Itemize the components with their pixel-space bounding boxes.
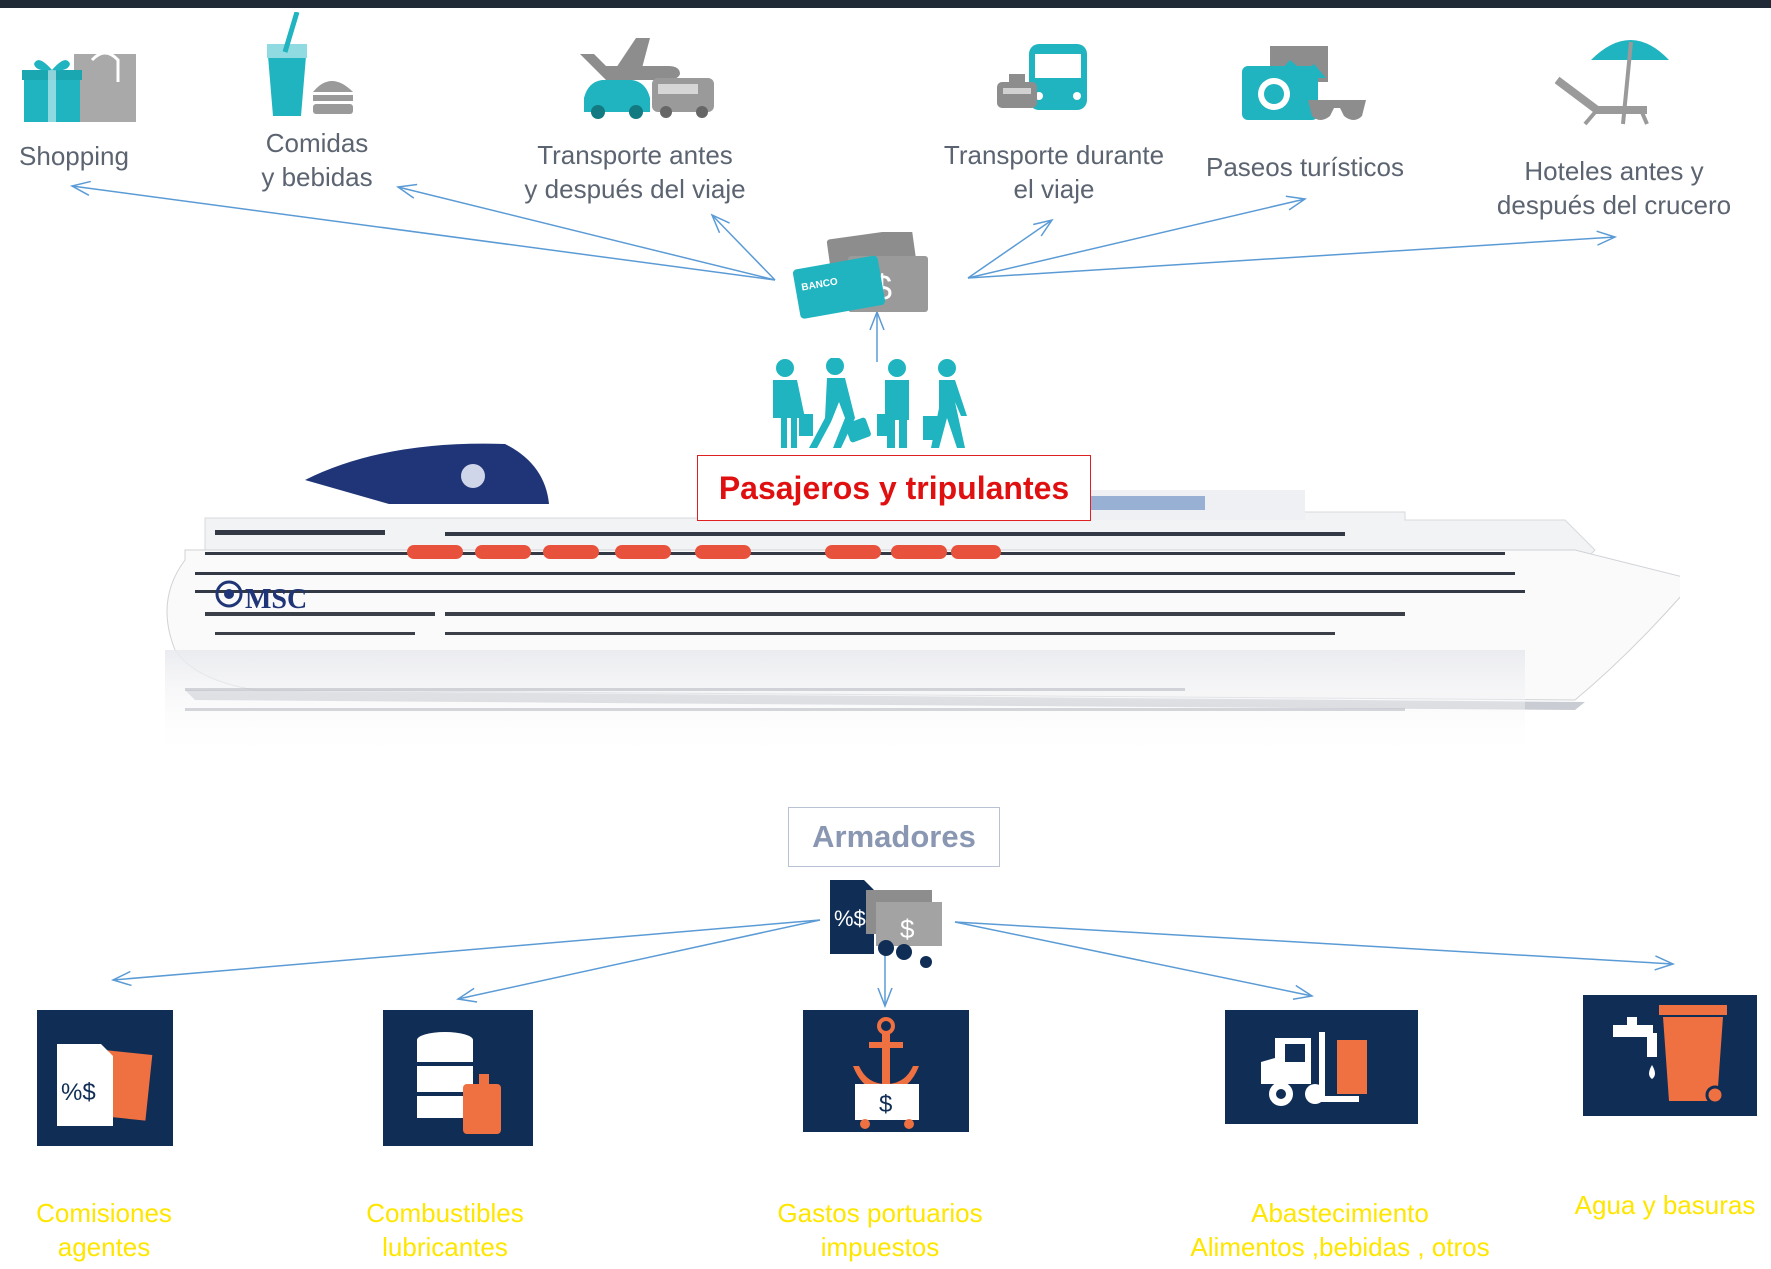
forklift-icon xyxy=(1261,1032,1367,1106)
comisiones-box: %$ xyxy=(37,1010,173,1146)
arrow-to-comisiones xyxy=(113,919,821,980)
arrow-to-transporte-antes xyxy=(712,215,776,281)
label-paseos: Paseos turísticos xyxy=(1206,152,1404,182)
label-gastos: Gastos portuarios impuestos xyxy=(777,1198,983,1262)
camera-sunglasses-icon xyxy=(1242,46,1366,120)
label-agua: Agua y basuras xyxy=(1574,1190,1756,1220)
arrow-to-abastecimiento xyxy=(954,921,1312,996)
ship-brand: MSC xyxy=(245,584,307,615)
taxi-bus-icon xyxy=(997,44,1087,110)
shopping-gift-bag-icon xyxy=(22,51,136,122)
arrow-to-shopping xyxy=(72,186,776,281)
invoice-cash-icon: %$ $ xyxy=(830,880,942,968)
beach-lounger-umbrella-icon xyxy=(1555,40,1669,126)
label-transporte-durante: Transporte durante el viaje xyxy=(943,140,1165,204)
arrow-to-paseos xyxy=(967,199,1305,279)
arrow-to-transporte-durante xyxy=(967,220,1052,279)
arrow-to-comidas xyxy=(398,187,776,281)
svg-text:$: $ xyxy=(900,914,915,944)
label-comisiones: Comisiones agentes xyxy=(36,1198,172,1262)
label-combustibles: Combustibles lubricantes xyxy=(366,1198,524,1262)
gastos-box: $ xyxy=(803,1010,969,1132)
abastecimiento-box xyxy=(1225,1010,1418,1124)
label-transporte-antes: Transporte antes y después del viaje xyxy=(524,140,746,204)
travelers-group-icon xyxy=(773,358,967,448)
svg-text:%$: %$ xyxy=(61,1079,96,1106)
agua-box xyxy=(1583,995,1757,1116)
oil-barrel-icon xyxy=(417,1032,501,1134)
combustibles-box xyxy=(383,1010,533,1146)
arrow-to-combustibles xyxy=(458,919,821,999)
arrow-to-agua xyxy=(954,921,1673,964)
tap-bin-icon xyxy=(1613,1005,1727,1105)
bank-card-cash-icon: $ BANCO xyxy=(792,232,928,319)
pasajeros-tripulantes-label: Pasajeros y tripulantes xyxy=(697,455,1091,521)
plane-car-van-icon xyxy=(580,38,714,119)
svg-text:$: $ xyxy=(879,1091,892,1118)
label-abastecimiento: Abastecimiento Alimentos ,bebidas , otro… xyxy=(1190,1198,1490,1262)
anchor-money-icon: $ xyxy=(853,1017,919,1129)
drink-burger-icon xyxy=(267,12,353,116)
cruise-ship-icon: MSC xyxy=(165,443,1680,760)
armadores-label: Armadores xyxy=(788,807,1000,867)
top-bar xyxy=(0,0,1771,8)
label-hoteles: Hoteles antes y después del crucero xyxy=(1496,156,1732,220)
percent-dollar-docs-icon: %$ xyxy=(57,1044,153,1126)
svg-text:%$: %$ xyxy=(834,906,866,931)
arrow-to-hoteles xyxy=(967,237,1615,279)
label-comidas: Comidas y bebidas xyxy=(261,128,373,192)
label-shopping: Shopping xyxy=(19,141,129,171)
